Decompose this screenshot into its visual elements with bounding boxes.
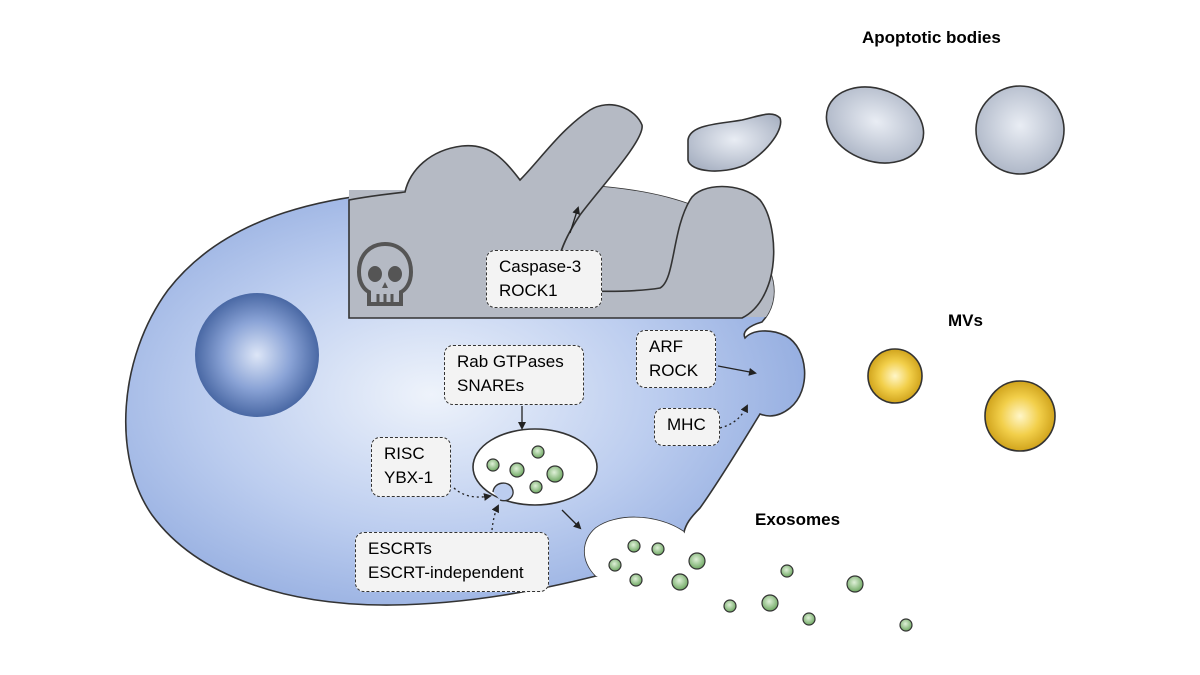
- arrows: [453, 206, 757, 531]
- escrt-box: ESCRTs ESCRT-independent: [355, 532, 549, 592]
- apoptotic-body: [825, 86, 925, 164]
- escrt-independent-text: ESCRT-independent: [368, 563, 524, 582]
- arf-text: ARF: [649, 337, 683, 356]
- risc-ybx1-box: RISC YBX-1: [371, 437, 451, 497]
- microvesicle: [867, 348, 923, 404]
- exosomes-label: Exosomes: [755, 510, 841, 529]
- microvesicle: [984, 380, 1056, 452]
- risc-text: RISC: [384, 444, 425, 463]
- arf-rock-box: ARF ROCK: [636, 330, 716, 388]
- budding-vesicle: [492, 482, 514, 502]
- caspase-3-text: Caspase-3: [499, 257, 582, 276]
- snares-text: SNAREs: [457, 376, 525, 395]
- apoptotic-body: [687, 113, 782, 172]
- exosomes: [608, 539, 913, 632]
- nucleus: [195, 293, 319, 417]
- mhc-box: MHC: [654, 408, 720, 446]
- mvs-label: MVs: [948, 311, 983, 330]
- caspase-rock1-box: Caspase-3 ROCK1: [486, 250, 602, 308]
- rock-text: ROCK: [649, 361, 699, 380]
- apoptotic-body: [975, 85, 1065, 175]
- intraluminal-vesicles: [486, 445, 564, 494]
- escrts-text: ESCRTs: [368, 539, 432, 558]
- skull-icon: [356, 241, 414, 306]
- rab-snare-box: Rab GTPases SNAREs: [444, 345, 584, 405]
- rab-gtpases-text: Rab GTPases: [457, 352, 564, 371]
- mhc-text: MHC: [667, 415, 706, 434]
- apoptotic-bodies-label: Apoptotic bodies: [862, 28, 1001, 47]
- ybx-1-text: YBX-1: [384, 468, 434, 487]
- rock1-text: ROCK1: [499, 281, 558, 300]
